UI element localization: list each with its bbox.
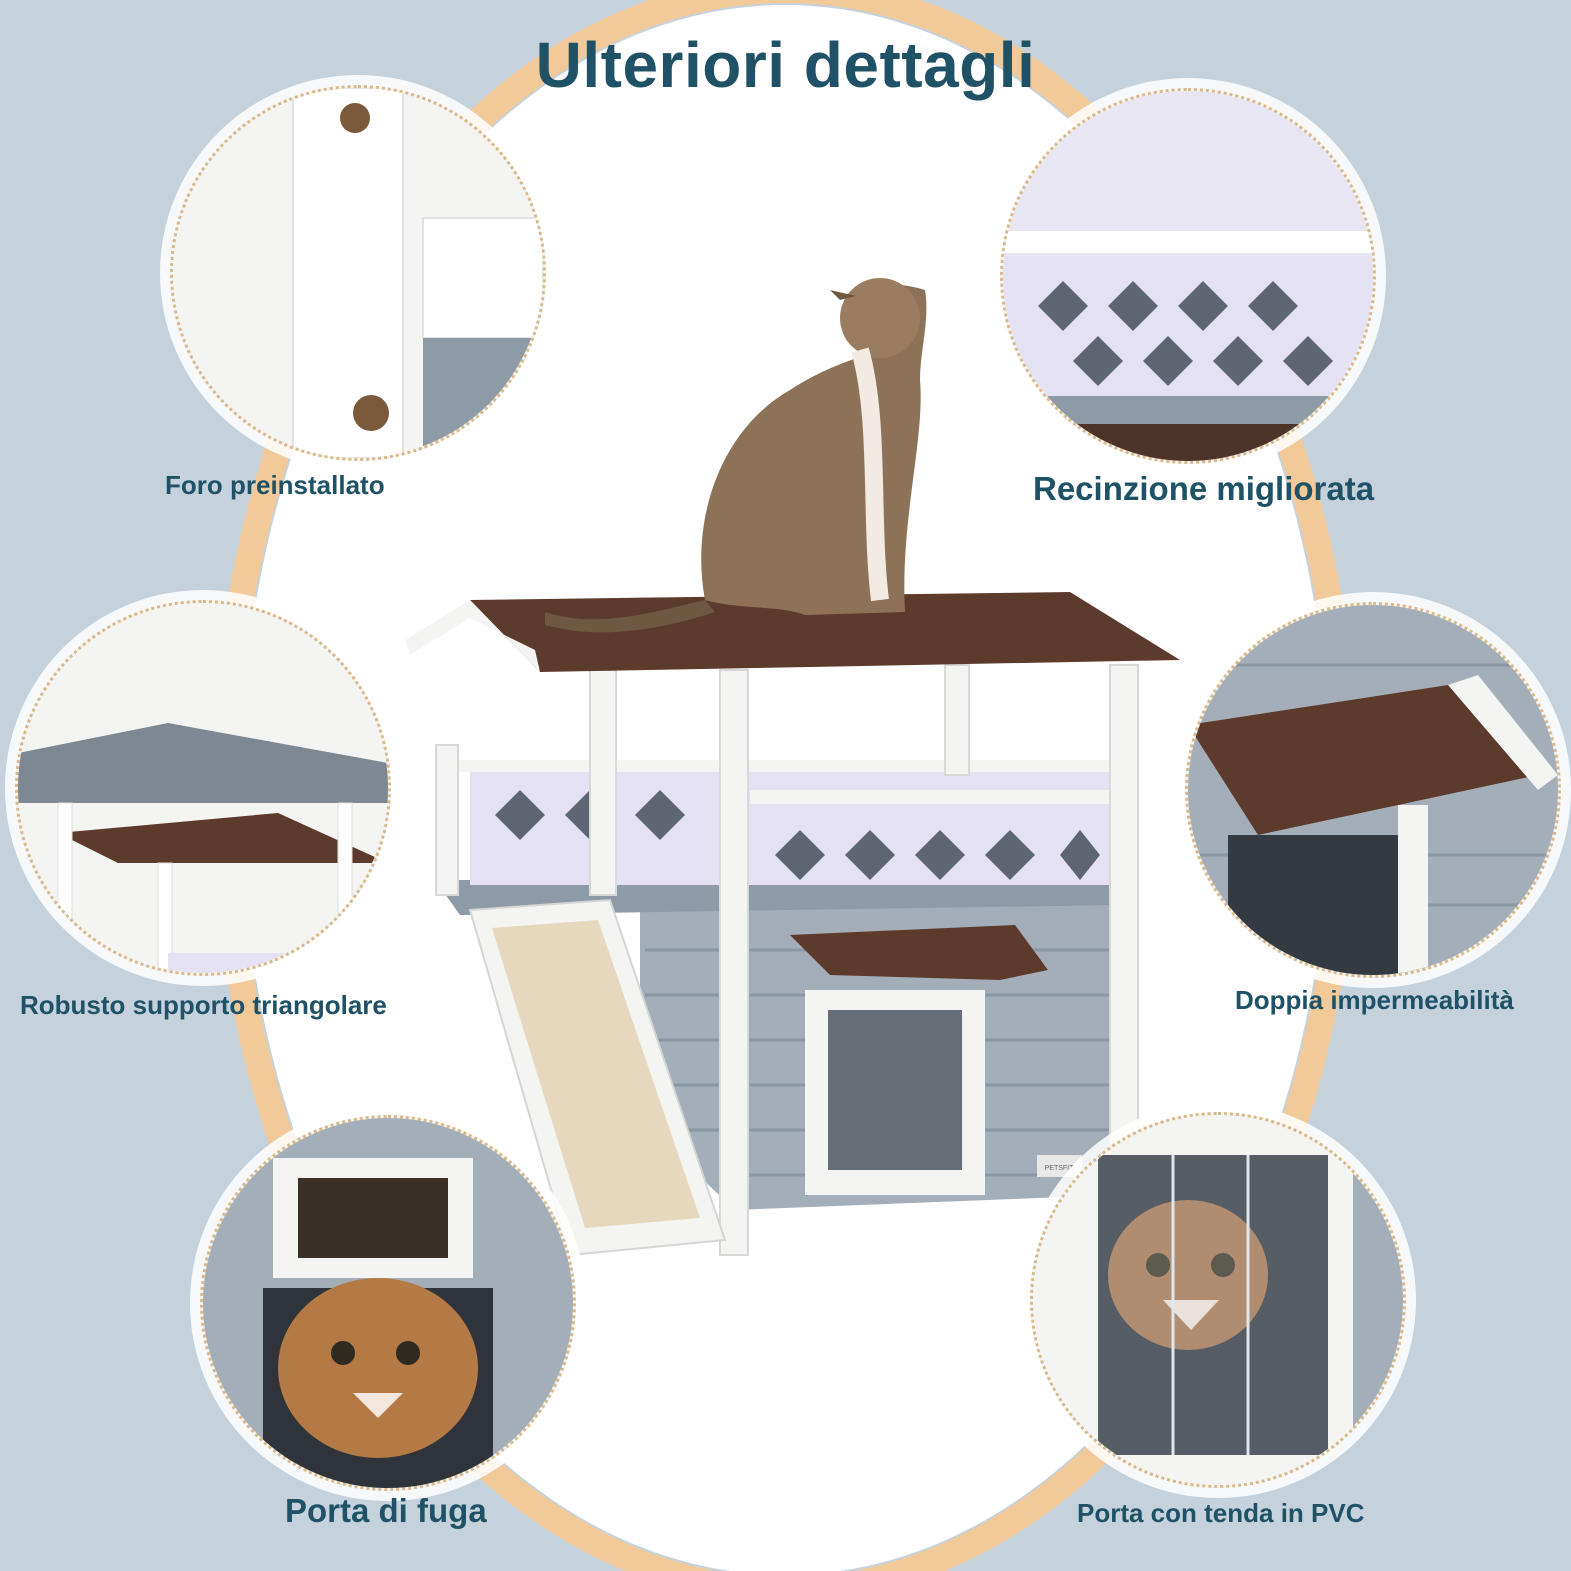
detail-triangular-support bbox=[15, 600, 391, 976]
detail-escape-door bbox=[200, 1115, 576, 1491]
sisal-scratch-pad bbox=[492, 920, 700, 1228]
brand-plate bbox=[1037, 1155, 1082, 1177]
caption-preinstalled-hole: Foro preinstallato bbox=[165, 470, 385, 500]
roof bbox=[470, 592, 1180, 672]
fence-mid-rail bbox=[750, 790, 1115, 804]
detail-pvc-curtain-door bbox=[1030, 1112, 1406, 1488]
caption-improved-fence: Recinzione migliorata bbox=[1033, 470, 1375, 507]
pvc-curtain bbox=[828, 1010, 962, 1170]
detail-improved-fence bbox=[1000, 88, 1376, 464]
detail-preinstalled-hole bbox=[170, 85, 546, 461]
caption-pvc-curtain-door: Porta con tenda in PVC bbox=[1077, 1498, 1365, 1528]
caption-escape-door: Porta di fuga bbox=[285, 1492, 487, 1529]
door-awning bbox=[790, 925, 1048, 980]
door-opening bbox=[828, 1010, 962, 1170]
caption-double-waterproofing: Doppia impermeabilità bbox=[1235, 985, 1514, 1015]
caption-triangular-support: Robusto supporto triangolare bbox=[20, 990, 387, 1020]
roof-gable bbox=[405, 600, 540, 672]
frame-posts bbox=[435, 664, 1139, 1256]
cat-on-roof bbox=[545, 278, 927, 633]
brand-plate-text: PETSFIT bbox=[1045, 1165, 1075, 1172]
page-title: Ulteriori dettagli bbox=[535, 29, 1036, 101]
fence-top-rail bbox=[440, 760, 1120, 772]
detail-double-waterproofing bbox=[1185, 602, 1561, 978]
